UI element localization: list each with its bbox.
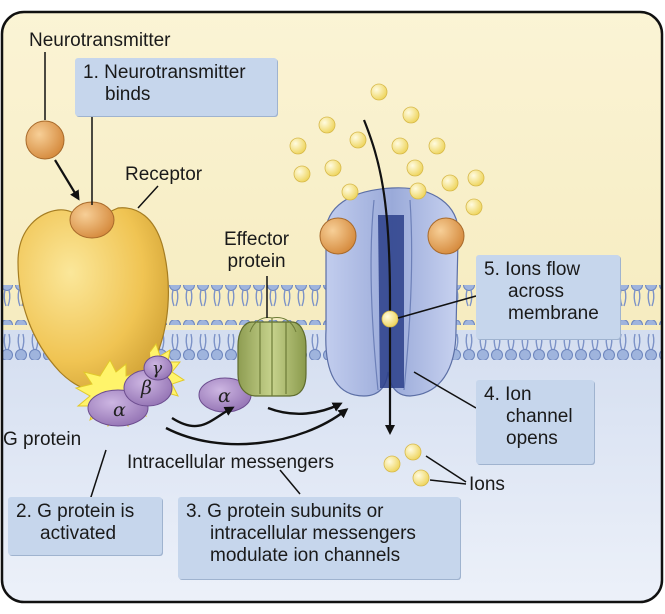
effector-protein-label: Effector protein xyxy=(224,229,289,273)
ions-label: Ions xyxy=(469,474,505,495)
g-protein-gamma-label: γ xyxy=(152,359,163,379)
step-5-line-2: across xyxy=(508,281,564,302)
g-protein-alpha-label: α xyxy=(113,399,126,421)
arrow-gprotein-to-alpha xyxy=(171,406,235,428)
step-3-line-3: modulate ion channels xyxy=(210,545,401,566)
bound-neurotransmitter xyxy=(69,201,115,239)
intracellular-messengers-label: Intracellular messengers xyxy=(127,452,334,473)
frame-border xyxy=(0,10,664,604)
step-1-line-2: binds xyxy=(105,84,151,105)
arrow-alpha-to-channel xyxy=(267,402,343,415)
effector-label-line-1: Effector xyxy=(224,229,290,250)
receptor-label: Receptor xyxy=(125,164,203,185)
g-protein-label: G protein xyxy=(3,429,82,450)
arrow-messengers-to-channel xyxy=(165,408,349,446)
step-3-box: 3. G protein subunits or intracellular m… xyxy=(178,497,460,579)
step5-leader-line xyxy=(397,295,477,319)
step4-leader-line xyxy=(413,371,477,409)
neurotransmitter-label: Neurotransmitter xyxy=(29,30,171,51)
ion-in-pore xyxy=(381,310,399,328)
binding-arrow xyxy=(54,159,80,201)
neurotransmitter-molecule xyxy=(25,120,65,160)
step-4-line-1: 4. Ion xyxy=(484,384,532,405)
step-5-line-3: membrane xyxy=(508,303,599,324)
step-3-line-1: 3. G protein subunits or xyxy=(186,501,384,522)
step-2-line-1: 2. G protein is xyxy=(16,501,135,522)
receptor-leader-line xyxy=(137,185,159,209)
step2-leader-line xyxy=(89,449,107,501)
intracellular-ions xyxy=(383,443,430,487)
effector-label-line-2: protein xyxy=(227,251,286,272)
g-protein xyxy=(74,342,186,428)
step3-leader-line xyxy=(279,469,301,495)
step-4-box: 4. Ion channel opens xyxy=(476,380,594,464)
g-protein-beta-label: β xyxy=(140,377,152,399)
step-2-box: 2. G protein is activated xyxy=(8,497,162,555)
step-2-line-2: activated xyxy=(40,523,117,544)
effector-protein xyxy=(237,317,307,397)
ion-flow-arrow xyxy=(362,119,395,435)
step-5-line-1: 5. Ions flow xyxy=(484,259,581,280)
step-5-box: 5. Ions flow across membrane xyxy=(476,255,620,339)
extracellular-ions xyxy=(289,83,485,216)
step-4-line-2: channel xyxy=(506,406,573,427)
ions-leader-line-1 xyxy=(425,455,467,483)
alpha-subunit-label: α xyxy=(218,385,231,407)
step-3-line-2: intracellular messengers xyxy=(210,523,416,544)
step-1-line-1: 1. Neurotransmitter xyxy=(83,62,246,83)
step-1-box: 1. Neurotransmitter binds xyxy=(75,58,277,116)
ion-channel xyxy=(319,187,465,397)
ions-leader-line-2 xyxy=(429,479,467,485)
step-4-line-3: opens xyxy=(506,428,558,449)
